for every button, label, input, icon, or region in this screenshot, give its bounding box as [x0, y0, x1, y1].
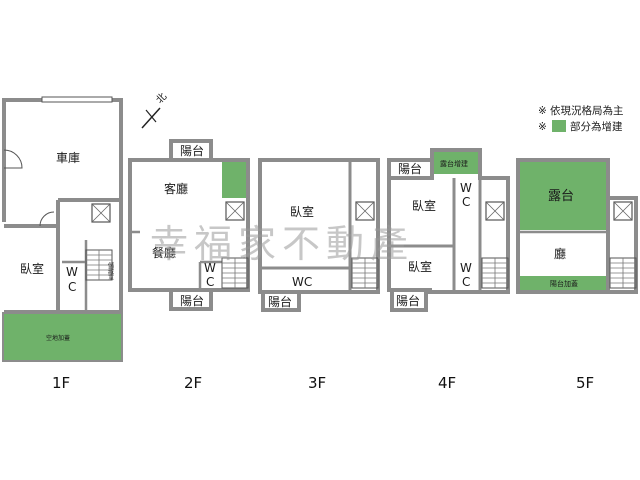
stairs-icon	[609, 257, 637, 289]
legend-green-swatch	[552, 120, 566, 132]
watermark-text: 幸福家不動產	[150, 222, 414, 266]
terrace-area	[520, 162, 606, 230]
stairs-icon	[481, 257, 509, 289]
floor-label-5f: 5F	[576, 374, 594, 392]
wc-w: W	[460, 181, 472, 195]
room-bedroom: 臥室	[20, 261, 44, 276]
floor-5f	[516, 158, 638, 294]
room-storage: 儲藏室	[107, 261, 114, 280]
elevator-shaft-icon	[485, 201, 505, 221]
legend-green-mark: ※	[538, 121, 547, 133]
balcony-top: 陽台	[398, 161, 422, 176]
elevator-shaft-icon	[613, 201, 633, 221]
room-yard: 空地加蓋	[46, 334, 70, 342]
legend-note-mark: ※	[538, 105, 547, 117]
terrace-extension	[434, 152, 478, 174]
wc-w: W	[460, 261, 472, 275]
room-living: 客廳	[164, 181, 188, 196]
elevator-shaft-icon	[225, 201, 245, 221]
wc-c: C	[462, 195, 470, 209]
floor-4f	[387, 148, 510, 312]
wc-c: C	[68, 280, 76, 294]
north-arrow-icon: 北	[141, 91, 170, 129]
floor-3f	[258, 158, 380, 312]
balcony-bottom: 陽台	[180, 293, 204, 308]
north-label: 北	[154, 91, 170, 107]
legend-note-text: 依現況格局為主	[550, 104, 624, 117]
wc-w: W	[66, 265, 78, 279]
elevator-shaft-icon	[355, 201, 375, 221]
balcony-extension	[520, 276, 606, 290]
balcony-extension-label: 陽台加蓋	[550, 279, 578, 288]
wc-c: C	[462, 275, 470, 289]
room-hall: 廳	[554, 246, 566, 261]
wc-c: C	[206, 275, 214, 289]
room-dining: 餐廳	[152, 245, 176, 260]
floor-label-1f: 1F	[52, 374, 70, 392]
floor-label-2f: 2F	[184, 374, 202, 392]
floor-label-3f: 3F	[308, 374, 326, 392]
balcony: 陽台	[268, 294, 292, 309]
room-terrace: 露台	[548, 189, 574, 204]
room-bedroom: 臥室	[290, 204, 314, 219]
legend-green-text: 部分為增建	[570, 120, 623, 133]
room-bedroom-bottom: 臥室	[408, 259, 432, 274]
room-wc: WC	[292, 275, 312, 289]
balcony-bottom: 陽台	[396, 293, 420, 308]
wc-w: W	[204, 261, 216, 275]
room-garage: 車庫	[56, 151, 80, 165]
balcony-top: 陽台	[180, 143, 204, 158]
terrace-extension-label: 露台增建	[440, 159, 468, 168]
yard-extension	[4, 314, 121, 360]
door-swing-icon	[3, 149, 23, 169]
floor-label-4f: 4F	[438, 374, 456, 392]
room-bedroom-top: 臥室	[412, 198, 436, 213]
floor-2f	[128, 139, 250, 311]
extension-area	[222, 162, 246, 198]
elevator-shaft-icon	[91, 203, 111, 223]
door-swing-icon	[39, 211, 55, 227]
